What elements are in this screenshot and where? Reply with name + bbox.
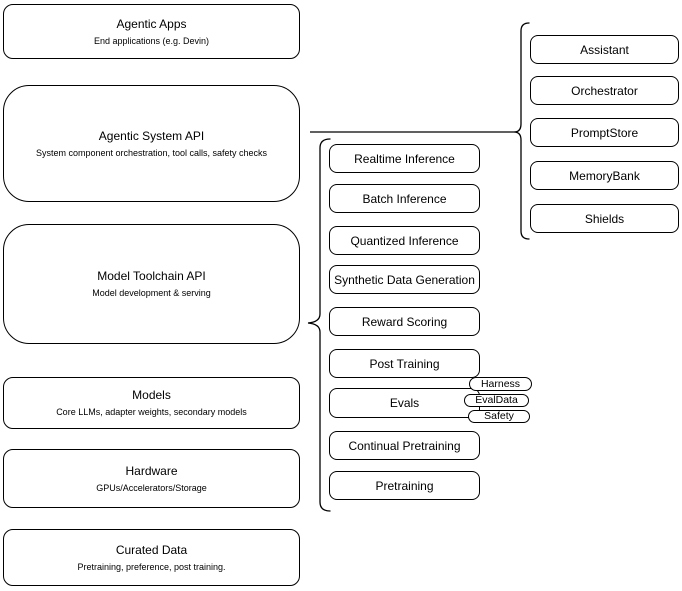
node-subtitle: System component orchestration, tool cal… [35,147,268,158]
node-subtitle: Pretraining, preference, post training. [77,561,226,572]
system-item-memorybank: MemoryBank [530,161,679,190]
toolchain-item-batch-inference: Batch Inference [329,184,480,213]
node-hardware: Hardware GPUs/Accelerators/Storage [3,449,300,508]
node-subtitle: Model development & serving [92,288,211,299]
node-title: Model Toolchain API [97,269,206,284]
node-models: Models Core LLMs, adapter weights, secon… [3,377,300,429]
node-title: Agentic System API [98,128,205,143]
evals-tag-harness: Harness [469,377,532,391]
node-title: Curated Data [115,542,188,557]
node-agentic-system-api: Agentic System API System component orch… [3,85,300,202]
node-model-toolchain-api: Model Toolchain API Model development & … [3,224,300,344]
toolchain-item-continual-pretraining: Continual Pretraining [329,431,480,460]
toolchain-group-brace [307,138,331,512]
evals-tag-evaldata: EvalData [464,394,529,407]
system-item-shields: Shields [530,204,679,233]
toolchain-item-quantized-inference: Quantized Inference [329,226,480,255]
toolchain-item-post-training: Post Training [329,349,480,378]
node-subtitle: End applications (e.g. Devin) [93,35,210,46]
toolchain-item-evals: Evals [329,388,480,418]
node-subtitle: Core LLMs, adapter weights, secondary mo… [56,407,247,418]
node-agentic-apps: Agentic Apps End applications (e.g. Devi… [3,4,300,59]
node-title: Hardware [125,463,178,478]
system-item-orchestrator: Orchestrator [530,76,679,105]
toolchain-item-pretraining: Pretraining [329,471,480,500]
toolchain-item-realtime-inference: Realtime Inference [329,144,480,173]
node-title: Models [132,388,171,403]
node-curated-data: Curated Data Pretraining, preference, po… [3,529,300,586]
system-item-promptstore: PromptStore [530,118,679,147]
evals-tag-safety: Safety [468,410,530,423]
system-item-assistant: Assistant [530,35,679,64]
toolchain-item-reward-scoring: Reward Scoring [329,307,480,336]
system-group-brace [513,22,530,240]
toolchain-item-synthetic-data-generation: Synthetic Data Generation [329,265,480,294]
node-subtitle: GPUs/Accelerators/Storage [96,482,207,493]
node-title: Agentic Apps [116,16,187,31]
